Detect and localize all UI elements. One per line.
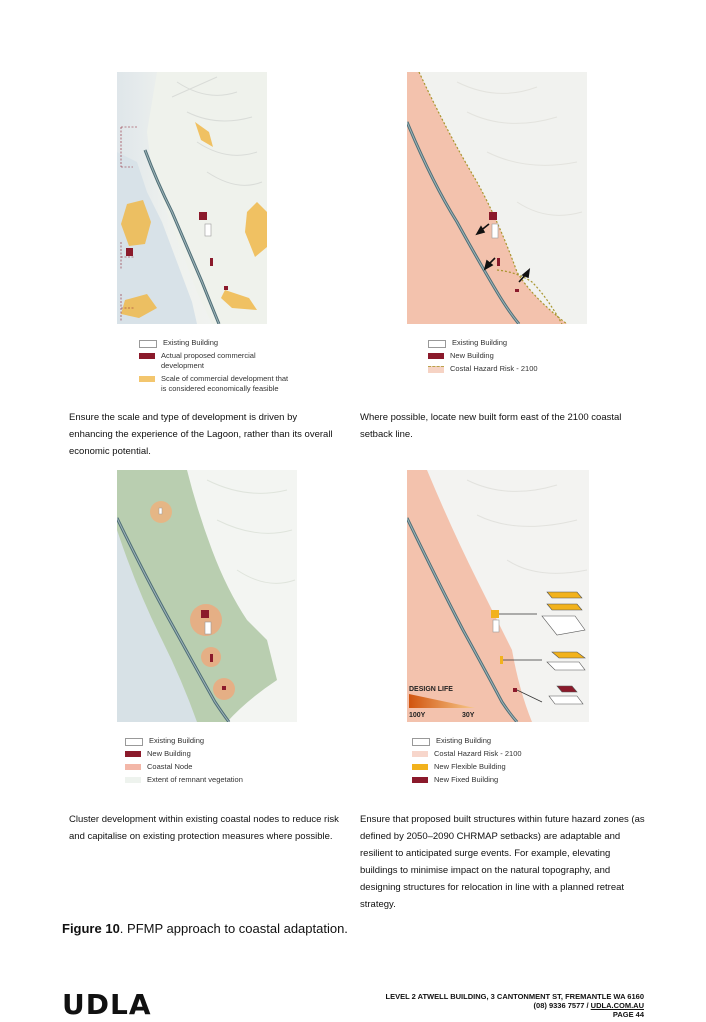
map-design-life [407,470,589,722]
legend-label: Extent of remnant vegetation [147,775,243,784]
footer-website-link[interactable]: UDLA.COM.AU [590,1001,644,1010]
legend-swatch [412,751,428,757]
legend-item: Existing Building [412,736,582,746]
map-coastal-nodes [117,470,297,722]
legend-item: Costal Hazard Risk - 2100 [412,749,582,759]
legend-label: Costal Hazard Risk - 2100 [434,749,522,758]
legend-panel-2: Existing Building New Building Costal Ha… [428,338,588,377]
legend-item: New Building [125,749,285,759]
legend-item: Existing Building [428,338,588,348]
legend-item: Extent of remnant vegetation [125,775,285,785]
legend-swatch [428,353,444,359]
legend-label: Existing Building [436,736,492,745]
page-number: PAGE 44 [612,1010,644,1019]
legend-item: Scale of commercial development that is … [139,374,299,394]
footer-phone: (08) 9336 7577 [533,1001,585,1010]
legend-item: Costal Hazard Risk - 2100 [428,364,588,374]
legend-swatch [428,366,444,373]
design-life-left-label: 100Y [409,712,426,719]
caption-panel-3: Cluster development within existing coas… [69,814,339,842]
legend-item: New Building [428,351,588,361]
legend-swatch [412,738,430,746]
figure-text: . PFMP approach to coastal adaptation. [119,921,348,936]
caption-panel-2: Where possible, locate new built form ea… [360,412,622,440]
footer-address: LEVEL 2 ATWELL BUILDING, 3 CANTONMENT ST… [386,992,645,1019]
legend-label: New Building [147,749,191,758]
legend-label: Coastal Node [147,762,193,771]
map-hazard-setback [407,72,587,324]
legend-panel-1: Existing Building Actual proposed commer… [139,338,299,397]
legend-label: New Building [450,351,494,360]
legend-swatch [139,353,155,359]
footer-address-line: LEVEL 2 ATWELL BUILDING, 3 CANTONMENT ST… [385,992,645,1001]
legend-item: Coastal Node [125,762,285,772]
legend-swatch [125,764,141,770]
footer-contact-line: (08) 9336 7577 / UDLA.COM.AU [386,1001,644,1010]
legend-item: Existing Building [139,338,299,348]
legend-swatch [412,777,428,783]
legend-swatch [428,340,446,348]
legend-label: Costal Hazard Risk - 2100 [450,364,538,373]
udla-logo: UDLA [62,988,152,1021]
legend-label: Existing Building [452,338,508,347]
legend-label: Existing Building [163,338,219,347]
design-life-title: DESIGN LIFE [409,686,453,693]
legend-swatch [412,764,428,770]
legend-label: Actual proposed commercial development [161,351,256,370]
figure-caption: Figure 10. PFMP approach to coastal adap… [62,921,348,936]
design-life-right-label: 30Y [462,712,475,719]
legend-item: Existing Building [125,736,285,746]
map-commercial-scale [117,72,267,324]
footer-separator: / [584,1001,591,1010]
legend-swatch [139,340,157,348]
legend-swatch [125,777,141,783]
legend-item: New Flexible Building [412,762,582,772]
legend-swatch [125,751,141,757]
caption-panel-4: Ensure that proposed built structures wi… [360,814,645,910]
legend-swatch [125,738,143,746]
legend-label: New Flexible Building [434,762,506,771]
legend-panel-3: Existing Building New Building Coastal N… [125,736,285,788]
legend-label: Scale of commercial development that is … [161,374,289,393]
legend-item: New Fixed Building [412,775,582,785]
legend-panel-4: Existing Building Costal Hazard Risk - 2… [412,736,582,788]
caption-panel-1: Ensure the scale and type of development… [69,412,333,457]
legend-label: New Fixed Building [434,775,499,784]
legend-label: Existing Building [149,736,205,745]
legend-swatch [139,376,155,382]
figure-label: Figure 10 [62,921,120,936]
legend-item: Actual proposed commercial development [139,351,299,371]
